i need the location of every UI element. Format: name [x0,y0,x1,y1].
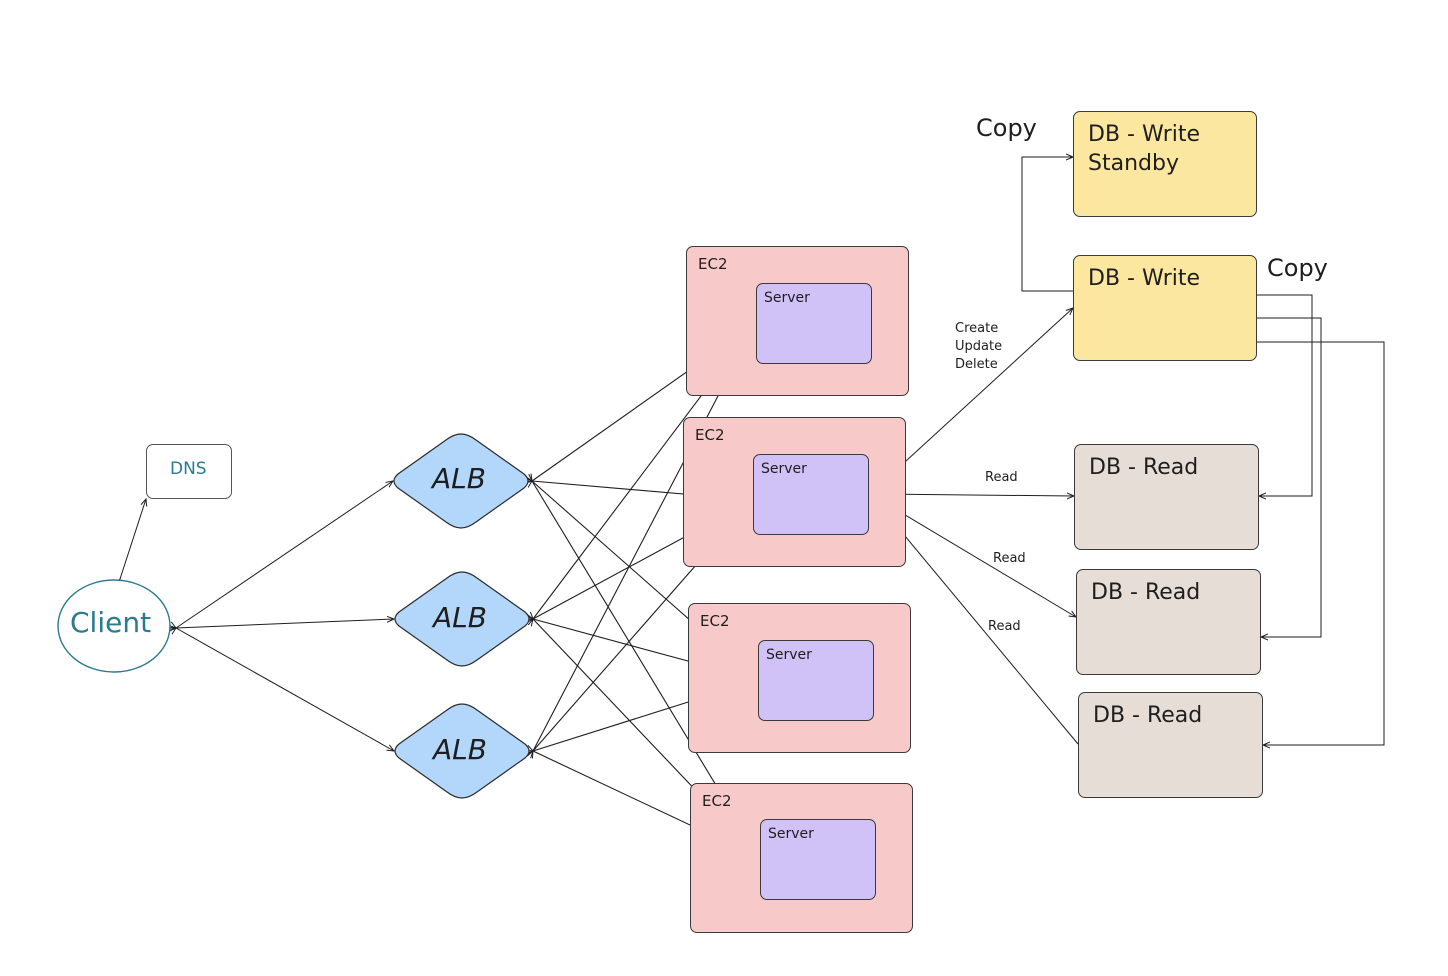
read-label-1: Read [985,470,1018,485]
db-write-standby-subtitle: Standby [1088,151,1179,176]
alb-node-3[interactable] [394,703,530,799]
alb-label: ALB [432,462,486,495]
arrow-client-alb-3 [176,628,394,751]
ec2-label: EC2 [702,792,732,810]
crud-label-create: Create [955,321,999,336]
crud-label-delete: Delete [955,357,998,372]
dns-label: DNS [170,459,207,479]
copy-annotation-right: Copy [1267,254,1328,282]
db-read-title: DB - Read [1093,703,1203,728]
arrow-client-dns [120,499,146,579]
db-read-title: DB - Read [1089,455,1199,480]
db-read-node-2[interactable] [1076,569,1261,675]
db-read-title: DB - Read [1091,580,1201,605]
client-label: Client [70,606,152,639]
db-read-node-3[interactable] [1078,692,1263,798]
arrow-db-write-read-2 [1257,317,1322,637]
server-node-4[interactable] [760,819,876,900]
ec2-label: EC2 [695,426,725,444]
read-label-2: Read [993,551,1026,566]
db-write-standby-node[interactable] [1073,111,1257,217]
server-label: Server [766,647,812,663]
arrow-db-write-read-3 [1257,341,1385,745]
server-node-2[interactable] [753,454,869,535]
arrow-db-write-read-1 [1257,294,1313,496]
alb-node-2[interactable] [394,571,530,667]
db-write-standby-title: DB - Write [1088,122,1201,147]
arrow-client-alb-2 [176,619,394,628]
crud-label-update: Update [955,339,1003,354]
read-label-3: Read [988,619,1021,634]
alb-label: ALB [433,601,487,634]
db-read-node-1[interactable] [1074,444,1259,550]
alb-node-1[interactable] [393,433,529,529]
client-node[interactable] [57,579,171,673]
server-label: Server [768,826,814,842]
arrow-db-write-standby [1021,157,1073,292]
server-node-3[interactable] [758,640,874,721]
dns-node[interactable] [146,444,232,499]
alb-label: ALB [433,733,487,766]
ec2-label: EC2 [698,255,728,273]
arrow-client-alb-1 [176,481,393,628]
ec2-label: EC2 [700,612,730,630]
db-write-title: DB - Write [1088,266,1201,291]
server-label: Server [764,290,810,306]
copy-annotation-top: Copy [976,114,1037,142]
server-label: Server [761,461,807,477]
server-node-1[interactable] [756,283,872,364]
db-write-node[interactable] [1073,255,1257,361]
